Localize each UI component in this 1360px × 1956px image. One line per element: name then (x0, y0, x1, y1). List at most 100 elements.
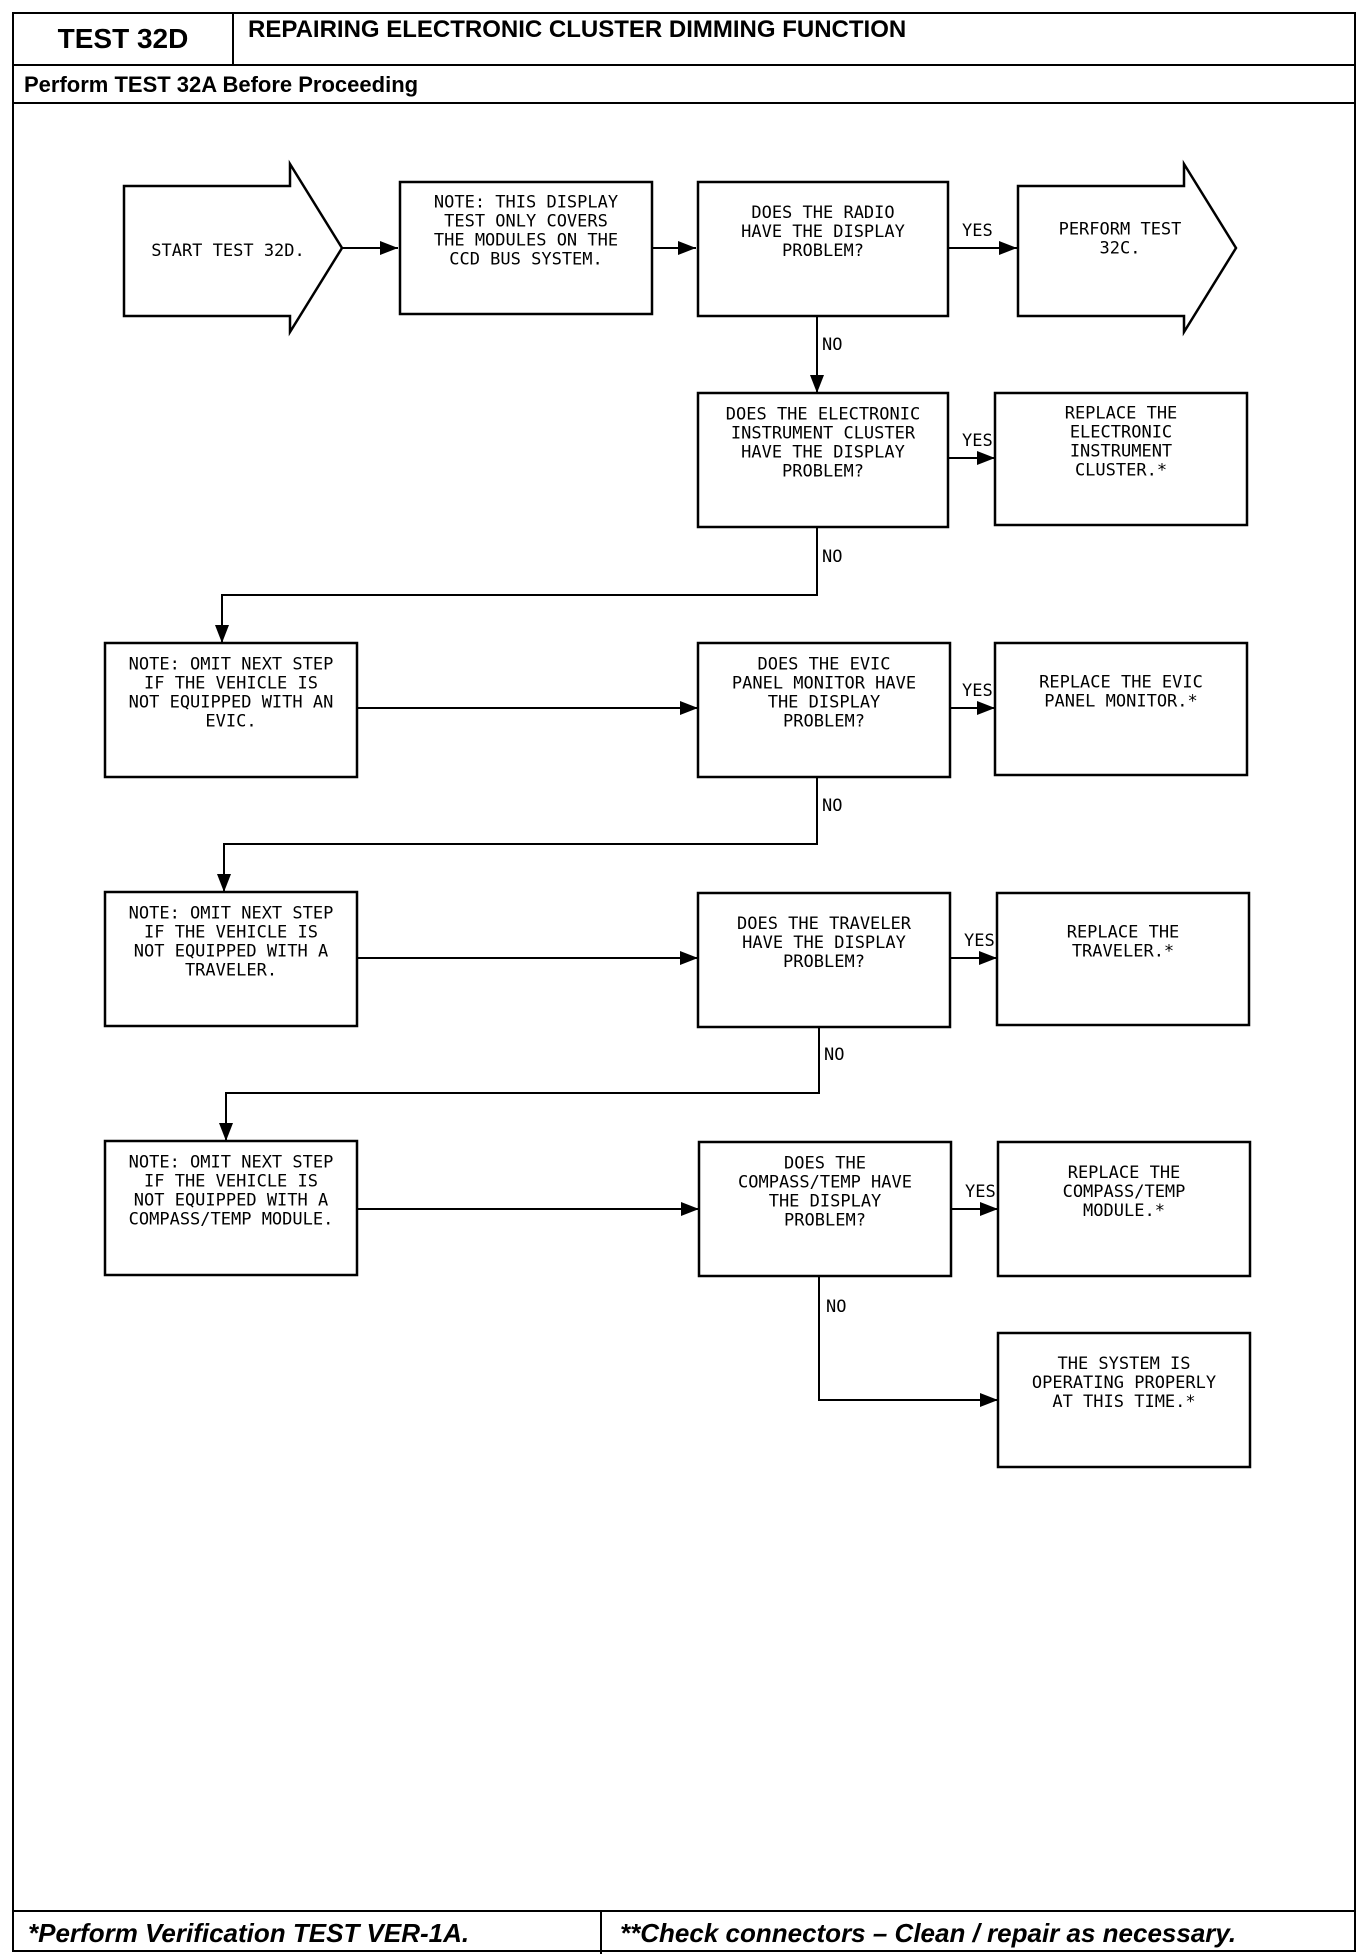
node-question-evic-box (696, 641, 952, 779)
node-note-compass-text-line: NOT EQUIPPED WITH A (134, 1191, 328, 1211)
perform-32c-arrow-shape (1016, 159, 1238, 337)
node-replace-compass-box (996, 1140, 1252, 1278)
node-question-evic-text-line: PANEL MONITOR HAVE (732, 674, 916, 694)
node-start: START TEST 32D. (151, 241, 305, 261)
node-question-cluster-text-line: INSTRUMENT CLUSTER (731, 424, 916, 444)
node-start-text-line: START TEST 32D. (151, 241, 305, 261)
node-note-evic-text-line: NOT EQUIPPED WITH AN (129, 693, 334, 713)
node-note-compass-text-line: COMPASS/TEMP MODULE. (129, 1210, 334, 1230)
node-note-ccd-text-line: NOTE: THIS DISPLAY (434, 193, 618, 213)
node-system-ok-box (996, 1331, 1252, 1469)
node-question-traveler-text-line: DOES THE TRAVELER (737, 914, 912, 934)
node-perform-32c-text-line: PERFORM TEST (1059, 220, 1182, 240)
connector-evic-no (217, 777, 818, 892)
node-replace-cluster-text-line: CLUSTER.* (1075, 461, 1167, 481)
node-question-traveler-text-line: PROBLEM? (783, 952, 865, 972)
node-note-traveler-text-line: NOTE: OMIT NEXT STEP (129, 904, 334, 924)
label-yes-traveler: YES (964, 931, 995, 951)
node-question-evic-text-line: DOES THE EVIC (757, 655, 890, 675)
connector-cluster-no (215, 527, 818, 643)
label-no-compass: NO (826, 1297, 846, 1317)
node-note-compass-box (103, 1139, 359, 1277)
connector-compass-no (818, 1276, 998, 1407)
node-question-cluster-text-line: DOES THE ELECTRONIC (726, 405, 920, 425)
node-replace-cluster-text-line: INSTRUMENT (1070, 442, 1172, 462)
footer-divider (12, 1910, 1356, 1912)
label-no-cluster: NO (822, 547, 842, 567)
node-replace-traveler-box (995, 891, 1251, 1027)
node-question-radio-text-line: PROBLEM? (782, 241, 864, 261)
node-question-cluster-text-line: HAVE THE DISPLAY (741, 443, 905, 463)
node-question-radio-box (696, 180, 950, 318)
footer-verification-note: *Perform Verification TEST VER-1A. (28, 1918, 470, 1948)
node-question-compass-text-line: COMPASS/TEMP HAVE (738, 1173, 912, 1193)
node-note-compass-text-line: NOTE: OMIT NEXT STEP (129, 1153, 334, 1173)
node-note-traveler-box (103, 890, 359, 1028)
node-question-compass-text-line: THE DISPLAY (769, 1192, 882, 1212)
node-question-cluster-box (696, 391, 950, 529)
node-system-ok-text-line: THE SYSTEM IS (1057, 1354, 1190, 1374)
connectors (215, 241, 1017, 1407)
node-replace-evic-box (993, 641, 1249, 777)
node-replace-evic-text-line: PANEL MONITOR.* (1044, 692, 1198, 712)
header-divider-bottom (12, 102, 1356, 104)
node-replace-traveler-text-line: REPLACE THE (1067, 923, 1180, 943)
node-note-traveler-text-line: NOT EQUIPPED WITH A (134, 942, 328, 962)
prerequisite-note: Perform TEST 32A Before Proceeding (24, 72, 419, 97)
footer-connectors-note: **Check connectors – Clean / repair as n… (620, 1918, 1237, 1948)
node-question-radio-text-line: DOES THE RADIO (751, 203, 894, 223)
node-note-ccd-text-line: TEST ONLY COVERS (444, 212, 608, 232)
node-system-ok-text-line: AT THIS TIME.* (1052, 1392, 1195, 1412)
node-note-compass-text-line: IF THE VEHICLE IS (144, 1172, 318, 1192)
node-note-ccd-text-line: CCD BUS SYSTEM. (449, 250, 603, 270)
node-replace-evic-text-line: REPLACE THE EVIC (1039, 673, 1203, 693)
node-question-cluster-text-line: PROBLEM? (782, 462, 864, 482)
node-note-evic-text-line: IF THE VEHICLE IS (144, 674, 318, 694)
node-note-evic-text-line: NOTE: OMIT NEXT STEP (129, 655, 334, 675)
node-note-traveler-text-line: TRAVELER. (185, 961, 277, 981)
node-question-compass-box (697, 1140, 953, 1278)
node-question-compass-text-line: DOES THE (784, 1154, 866, 1174)
header-divider (12, 64, 1356, 66)
page-title: REPAIRING ELECTRONIC CLUSTER DIMMING FUN… (248, 16, 907, 43)
label-yes-compass: YES (965, 1182, 996, 1202)
node-replace-cluster-box (993, 391, 1249, 527)
start-arrow-shape (122, 159, 344, 337)
node-note-traveler-text-line: IF THE VEHICLE IS (144, 923, 318, 943)
node-replace-compass-text-line: MODULE.* (1083, 1201, 1165, 1221)
node-note-evic-box (103, 641, 359, 779)
node-question-compass-text-line: PROBLEM? (784, 1211, 866, 1231)
label-no-traveler: NO (824, 1045, 844, 1065)
label-yes-cluster: YES (962, 431, 993, 451)
node-replace-compass-text-line: REPLACE THE (1068, 1163, 1181, 1183)
node-system-ok-text-line: OPERATING PROPERLY (1032, 1373, 1216, 1393)
connector-traveler-no (219, 1027, 820, 1141)
diagram-frame (12, 12, 1356, 1952)
node-replace-compass-text-line: COMPASS/TEMP (1063, 1182, 1186, 1202)
label-no-evic: NO (822, 796, 842, 816)
node-replace-traveler-text-line: TRAVELER.* (1072, 942, 1174, 962)
node-question-traveler-text-line: HAVE THE DISPLAY (742, 933, 906, 953)
label-yes-radio: YES (962, 221, 993, 241)
node-replace-cluster-text-line: ELECTRONIC (1070, 423, 1172, 443)
node-question-evic-text-line: THE DISPLAY (768, 693, 881, 713)
node-question-evic-text-line: PROBLEM? (783, 712, 865, 732)
node-perform-32c-text-line: 32C. (1100, 239, 1141, 259)
node-note-evic-text-line: EVIC. (205, 712, 256, 732)
node-question-radio-text-line: HAVE THE DISPLAY (741, 222, 905, 242)
footer-column-divider (600, 1910, 602, 1954)
